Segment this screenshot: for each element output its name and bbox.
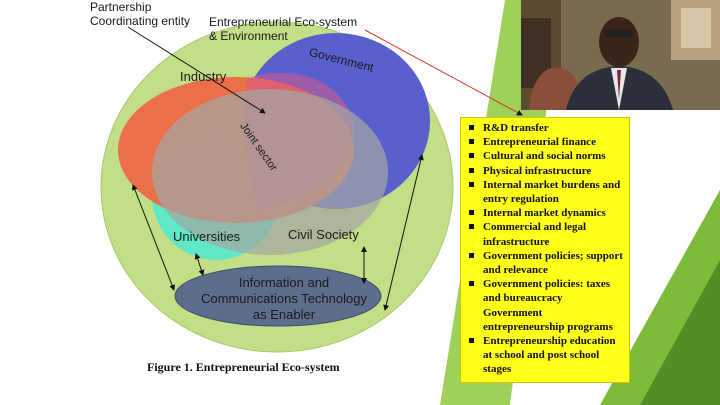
- figure-caption: Figure 1. Entrepreneurial Eco-system: [147, 360, 340, 374]
- civil-society-ellipse: [152, 89, 388, 255]
- ict-left-connector: [132, 184, 175, 291]
- partnership-label: Partnership Coordinating entity: [90, 0, 191, 28]
- factor-item: Government entrepreneurship programs: [483, 306, 613, 333]
- factor-item: Government policies: taxes and bureaucra…: [469, 277, 625, 305]
- factor-item: Cultural and social norms: [469, 149, 625, 163]
- factor-item: Internal market dynamics: [469, 206, 625, 220]
- ecosystem-label: Entrepreneurial Eco-system & Environment: [209, 15, 358, 43]
- civil-society-label: Civil Society: [288, 227, 359, 242]
- bullet-icon: [469, 139, 474, 145]
- presenter-video: [521, 0, 720, 110]
- bullet-icon: [469, 224, 474, 230]
- industry-label: Industry: [180, 69, 227, 84]
- bullet-icon: [469, 153, 474, 159]
- factor-list: R&D transfer Entrepreneurial finance Cul…: [469, 121, 625, 377]
- bullet-icon: [469, 281, 474, 287]
- factor-item: Physical infrastructure: [469, 164, 625, 178]
- factor-item: Entrepreneurship education at school and…: [469, 334, 625, 377]
- factor-list-box: R&D transfer Entrepreneurial finance Cul…: [460, 117, 630, 383]
- ecosystem-pointer-line: [364, 29, 523, 116]
- bullet-icon: [469, 125, 474, 130]
- bullet-icon: [469, 167, 474, 173]
- universities-label: Universities: [173, 229, 241, 244]
- factor-item: Entrepreneurial finance: [469, 135, 625, 149]
- webcam-feed: [521, 0, 720, 110]
- bullet-icon: [469, 252, 474, 258]
- factor-item: Commercial and legal infrastructure: [469, 220, 625, 248]
- bullet-icon: [469, 210, 474, 216]
- bullet-icon: [469, 181, 474, 187]
- ict-ellipse: [174, 265, 382, 327]
- factor-item: Internal market burdens and entry regula…: [469, 178, 625, 206]
- partnership-arrow: [127, 26, 266, 114]
- ict-right-connector: [383, 154, 424, 311]
- ict-label: Information and Communications Technolog…: [201, 275, 367, 322]
- factor-item: Government policies; support and relevan…: [469, 249, 625, 277]
- bullet-icon: [469, 338, 474, 344]
- factor-item: R&D transfer: [469, 121, 625, 135]
- ict-universities-connector: [194, 253, 205, 276]
